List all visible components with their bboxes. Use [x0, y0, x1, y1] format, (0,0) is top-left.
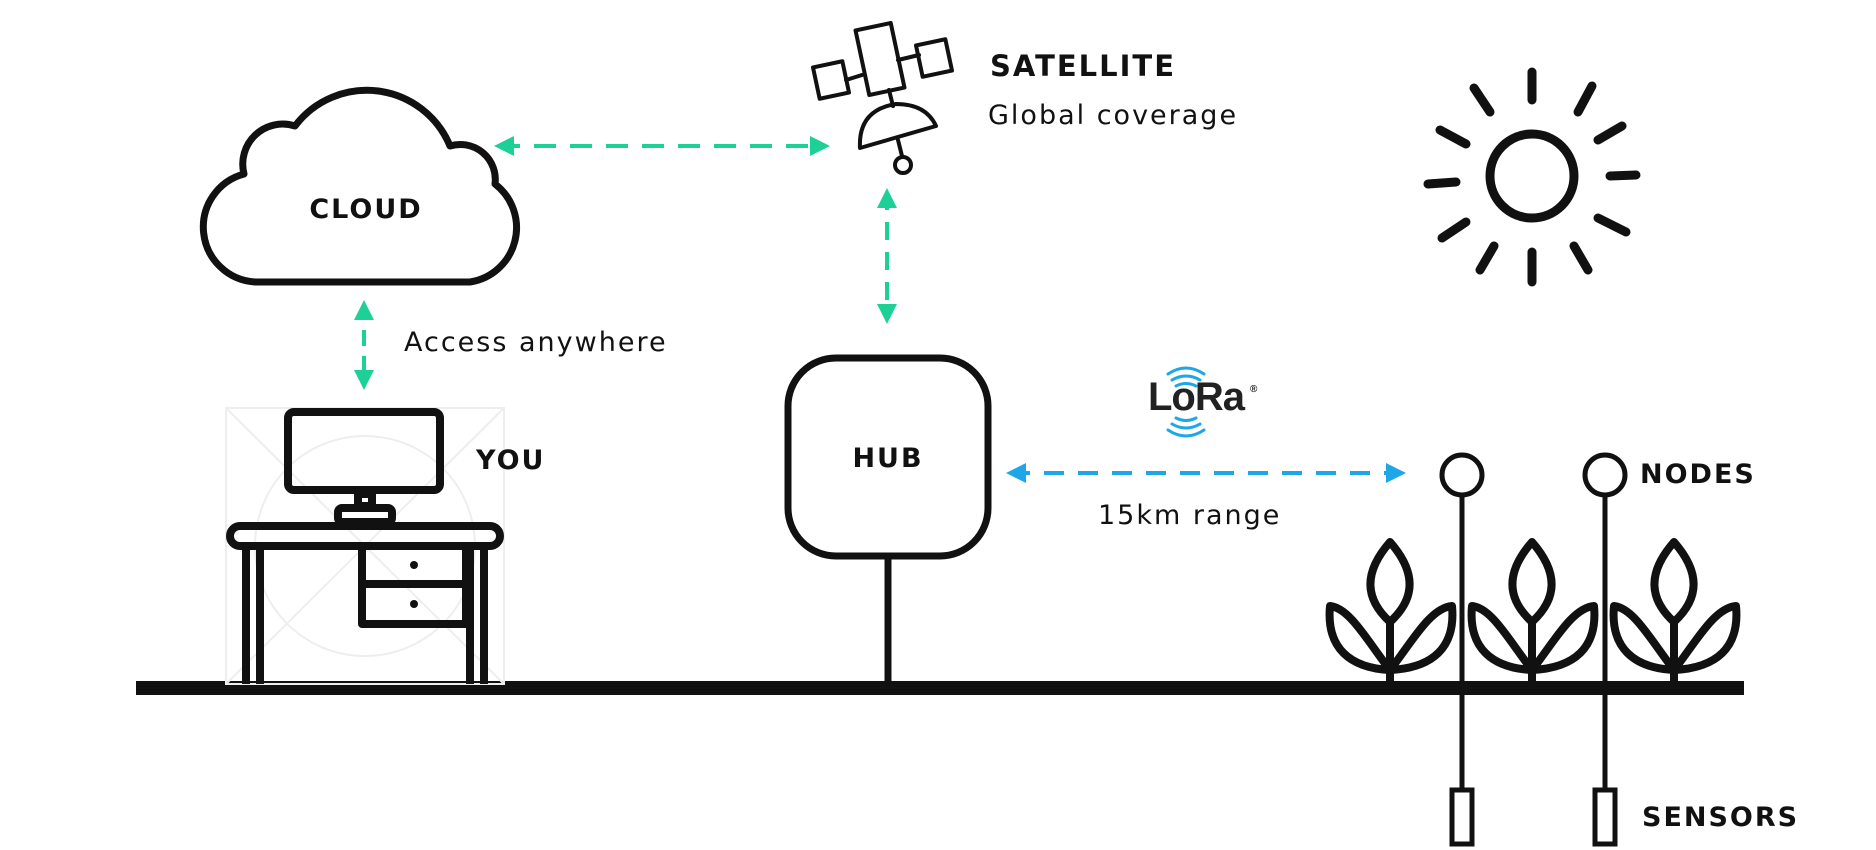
- cloud-label: CLOUD: [309, 194, 422, 225]
- computer-icon: [284, 408, 444, 526]
- sensor-icon-1: [1449, 787, 1475, 847]
- nodes-label: NODES: [1640, 459, 1756, 490]
- sensors-label: SENSORS: [1642, 802, 1799, 833]
- lora-waves-bottom: [1166, 416, 1206, 438]
- node-icon-2: [1582, 452, 1628, 790]
- desk-icon: [226, 522, 504, 684]
- lora-waves-top: [1166, 366, 1206, 388]
- range-label: 15km range: [1098, 500, 1281, 531]
- plant-icon-3: [1609, 538, 1741, 688]
- sun-icon: [1423, 67, 1641, 287]
- you-label: YOU: [475, 445, 545, 476]
- access-label: Access anywhere: [404, 327, 668, 358]
- lora-logo-text: LoRa: [1148, 375, 1246, 419]
- plant-icon-2: [1467, 538, 1599, 688]
- plant-icon-1: [1325, 538, 1457, 688]
- satellite-icon: [811, 20, 954, 175]
- lora-registered-mark: ®: [1250, 384, 1258, 395]
- cloud-icon: [199, 86, 521, 286]
- node-icon-1: [1439, 452, 1485, 790]
- desk-knob-bottom: [410, 600, 418, 608]
- satellite-title: SATELLITE: [990, 49, 1176, 83]
- hub-label: HUB: [852, 443, 923, 474]
- satellite-subtitle: Global coverage: [988, 100, 1238, 131]
- sensor-icon-2: [1592, 787, 1618, 847]
- desk-knob-top: [410, 561, 418, 569]
- lora-logo: LoRa ®: [1148, 366, 1258, 438]
- hub-device-icon: [784, 354, 992, 684]
